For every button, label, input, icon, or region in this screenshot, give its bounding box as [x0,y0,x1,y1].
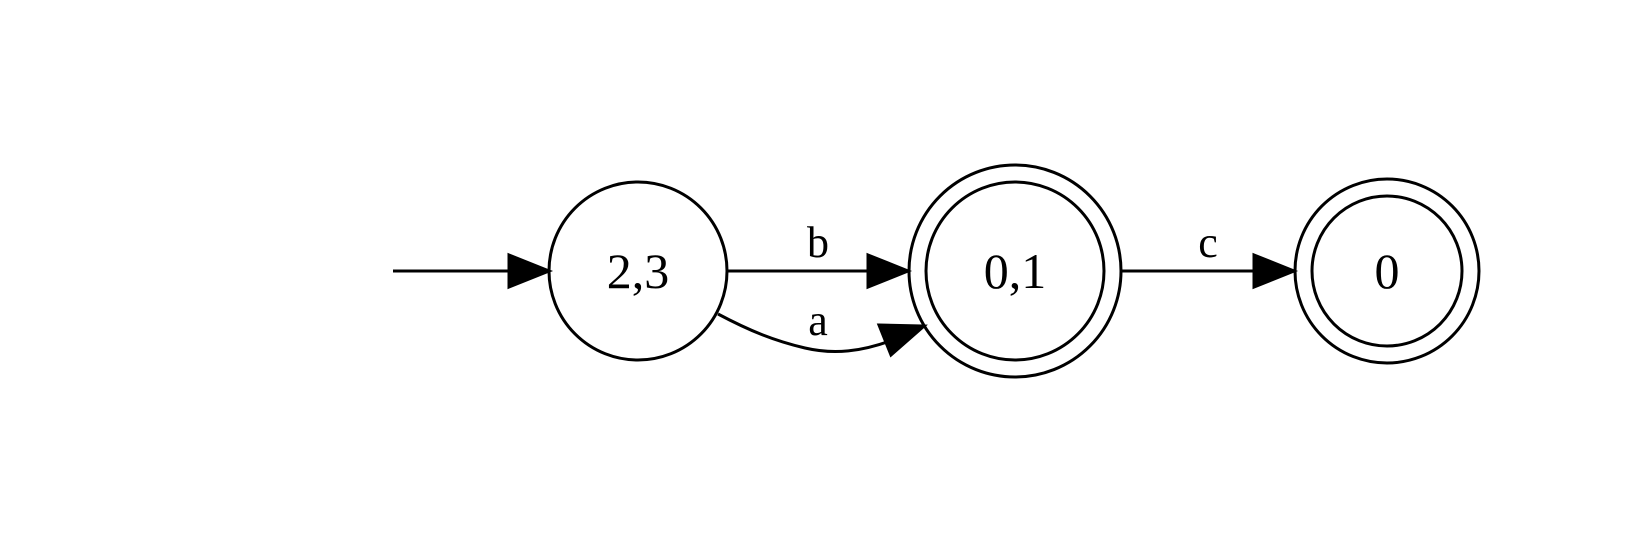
edge-a: a [717,296,928,358]
state-0-1-inner-circle [924,180,1106,362]
initial-arrow [393,252,554,290]
state-0-1: 0,1 [907,163,1123,379]
edge-a-arrowhead [876,323,928,358]
edge-b-arrowhead [866,252,913,290]
state-0: 0 [1293,177,1481,365]
edge-a-curve [717,312,891,353]
edge-c: c [1122,218,1299,290]
edge-a-label: a [808,296,828,345]
edge-b-label: b [807,218,829,267]
edge-c-label: c [1198,218,1218,267]
state-0-1-label: 0,1 [984,243,1047,299]
edge-b: b [727,218,913,290]
state-2-3: 2,3 [547,180,729,362]
edge-c-arrowhead [1252,252,1299,290]
state-2-3-label: 2,3 [607,243,670,299]
state-0-label: 0 [1375,243,1400,299]
state-0-inner-circle [1310,194,1464,348]
